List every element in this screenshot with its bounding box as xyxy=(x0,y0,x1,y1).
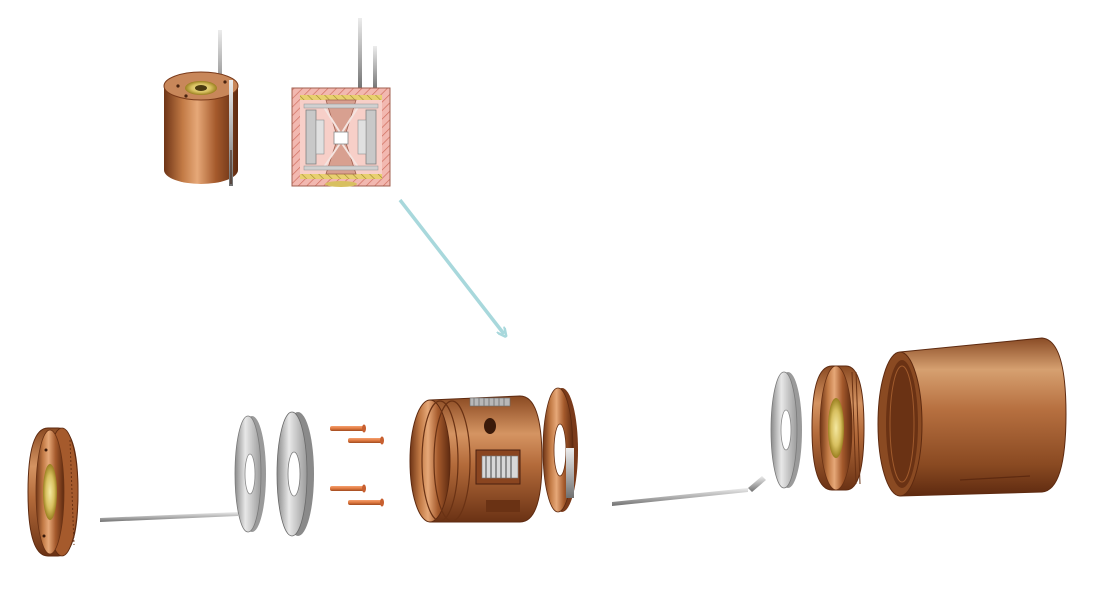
outer-copper-housing xyxy=(877,337,1067,497)
copper-spacer-ring xyxy=(542,387,578,513)
left-feed-rod xyxy=(100,512,238,522)
orange-pins xyxy=(330,424,384,507)
right-end-cap xyxy=(811,365,865,491)
feed-rod-right xyxy=(229,80,233,186)
steel-washer-thick xyxy=(276,411,314,537)
left-end-cap xyxy=(27,427,79,557)
assembled-cell-copper-cylinder xyxy=(163,30,239,186)
right-feed-rod xyxy=(612,476,766,506)
arrow-down-right-icon xyxy=(398,198,504,334)
feed-rod-left xyxy=(218,30,222,100)
steel-washer-left xyxy=(234,415,266,533)
steel-washer-right xyxy=(770,371,802,489)
cell-cross-section-view xyxy=(291,18,391,187)
central-piston-assembly xyxy=(409,395,543,523)
